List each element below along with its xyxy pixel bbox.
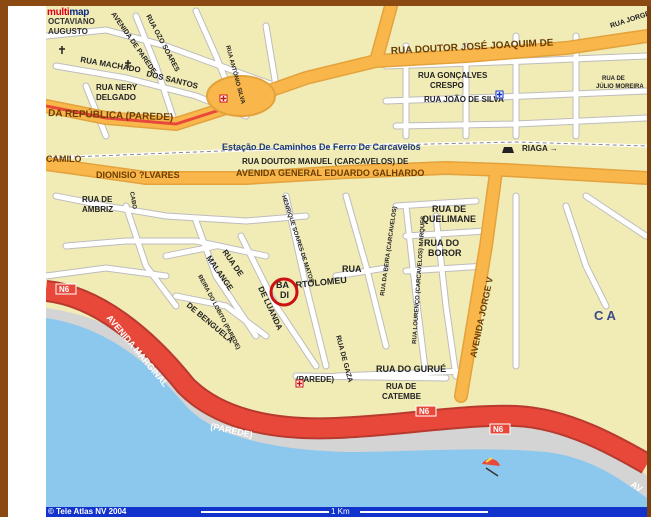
shield-n6-mid: N6 — [419, 407, 430, 416]
label-rua-nery: RUA NERY — [96, 83, 138, 92]
label-ca: C A — [594, 308, 617, 323]
railway-ties — [46, 141, 647, 159]
scale-label: 1 Km — [331, 507, 350, 516]
label-rua-de-quelimane-1: RUA DE — [432, 204, 466, 214]
label-quelimane: QUELIMANE — [422, 214, 476, 224]
label-riaga: RIAGA → — [522, 144, 558, 153]
frame-top — [0, 0, 651, 6]
label-di: DI — [280, 290, 289, 300]
label-rua-de-catembe-1: RUA DE — [386, 382, 417, 391]
church-icon — [59, 46, 65, 54]
roundabout[interactable] — [206, 75, 276, 117]
label-rua-de: RUA DE — [602, 76, 625, 82]
train-station-icon — [502, 147, 514, 153]
label-augusto: AUGUSTO — [48, 27, 88, 36]
location-marker[interactable] — [269, 277, 299, 307]
scale-bar: © Tele Atlas NV 2004 1 Km — [46, 507, 647, 517]
label-avenida-general-eduardo-galhardo: AVENIDA GENERAL EDUARDO GALHARDO — [236, 168, 424, 178]
label-estacao: Estação De Caminhos De Ferro De Carcavel… — [222, 142, 421, 152]
label-rua-joao-da-silva: RUA JOÃO DE SILVA — [424, 95, 504, 104]
label-parede-small: (PAREDE) — [296, 375, 334, 384]
poi-icons — [59, 46, 514, 477]
left-margin — [8, 6, 46, 517]
republica-red-line — [46, 104, 227, 126]
logo-part-map: map — [69, 7, 90, 18]
label-octaviano: OCTAVIANO — [48, 17, 95, 26]
label-cabo: CABO — [128, 191, 137, 210]
logo-part-multi: multi — [47, 7, 70, 18]
label-crespo: CRESPO — [430, 81, 464, 90]
scale-line-left — [201, 511, 329, 513]
scale-line-right — [360, 511, 488, 513]
label-julio-moreira: JÚLIO MOREIRA — [596, 83, 644, 90]
label-ambriz: AMBRIZ — [82, 205, 113, 214]
road-shields: N6 N6 N6 — [55, 283, 511, 435]
label-rua-do-gurue: RUA DO GURUÉ — [376, 364, 446, 374]
shield-n6-left: N6 — [59, 285, 70, 294]
church-icon-2 — [125, 60, 131, 68]
label-rua-de-ambriz-1: RUA DE — [82, 195, 113, 204]
label-catembe: CATEMBE — [382, 392, 422, 401]
shield-n6-right: N6 — [493, 425, 504, 434]
label-rua-goncalves: RUA GONÇALVES — [418, 71, 488, 80]
clinic-cross-icon — [297, 381, 302, 386]
beach-umbrella-icon — [482, 457, 500, 477]
label-rua-bartolomeu: RUA — [342, 264, 362, 274]
hospital-cross-icon — [221, 96, 226, 101]
frame-left — [0, 0, 8, 517]
multimap-logo[interactable]: multimap — [47, 7, 89, 18]
label-avenida-republica: DA REPÚBLICA (PAREDE) — [48, 106, 174, 123]
label-boror: BOROR — [428, 248, 462, 258]
medical-cross-icon — [497, 92, 502, 97]
copyright-text: © Tele Atlas NV 2004 — [48, 507, 127, 516]
highway-n6[interactable] — [46, 282, 647, 472]
label-delgado: DELGADO — [96, 93, 136, 102]
label-rua-do-boror-1: RUA DO — [424, 238, 459, 248]
label-dionisio-alvares: DIONISIO ?LVARES — [96, 170, 180, 180]
map-viewport[interactable]: RUA DOUTOR JOSÉ JOAQUIM DE RUA GONÇALVES… — [46, 6, 647, 511]
label-camilo: CAMILO — [46, 154, 82, 164]
map-canvas[interactable]: RUA DOUTOR JOSÉ JOAQUIM DE RUA GONÇALVES… — [46, 6, 647, 511]
label-rua-doutor-manuel: RUA DOUTOR MANUEL (CARCAVELOS) DE — [242, 157, 409, 166]
label-ba: BA — [276, 280, 289, 290]
